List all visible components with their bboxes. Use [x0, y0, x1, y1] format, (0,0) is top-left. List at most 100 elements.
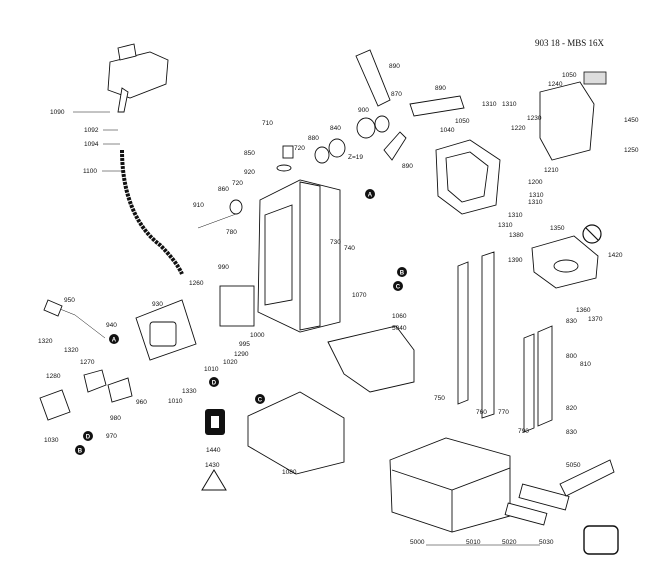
part-label: 1094 — [84, 141, 99, 148]
part-label: 5030 — [539, 539, 554, 546]
part-label: 760 — [476, 409, 487, 416]
drill-stand — [257, 179, 341, 333]
part-label: 5010 — [466, 539, 481, 546]
part-label: 900 — [358, 107, 369, 114]
carrying-case — [389, 437, 570, 533]
no-coolant-sign — [582, 224, 602, 244]
part-label: 960 — [136, 399, 147, 406]
guide-rails — [457, 251, 553, 433]
part-label: 1360 — [576, 307, 591, 314]
part-label: 990 — [218, 264, 229, 271]
part-label: 830 — [566, 318, 577, 325]
part-label: 890 — [402, 163, 413, 170]
switch-assembly — [39, 369, 133, 421]
part-label: 1200 — [528, 179, 543, 186]
part-label: 1080 — [282, 469, 297, 476]
part-label: 780 — [226, 229, 237, 236]
part-label: 920 — [244, 169, 255, 176]
part-label: 1320 — [64, 347, 79, 354]
part-labels: 1090 1092 1094 1100 950 940 930 920 910 … — [38, 63, 639, 546]
part-label: 1260 — [189, 280, 204, 287]
part-label: 810 — [580, 361, 591, 368]
part-label: 995 — [239, 341, 250, 348]
part-label: 1230 — [527, 115, 542, 122]
part-label: 890 — [435, 85, 446, 92]
marker-b: B — [400, 270, 405, 276]
part-label: 850 — [244, 150, 255, 157]
part-label: 1430 — [205, 462, 220, 469]
part-label: 910 — [193, 202, 204, 209]
part-label: 1100 — [83, 168, 97, 175]
marker-badges: A B C D A C D B — [75, 189, 407, 455]
marker-c-2: C — [258, 397, 263, 403]
magnet-warning-sign — [205, 409, 225, 435]
part-label: 1092 — [84, 127, 99, 134]
part-label: 1280 — [46, 373, 61, 380]
brush-holder-plate — [539, 71, 607, 161]
part-label: 5050 — [566, 462, 581, 469]
part-label: 830 — [566, 429, 577, 436]
part-label: 970 — [106, 433, 117, 440]
hot-surface-sign — [201, 469, 227, 491]
part-label: 950 — [64, 297, 75, 304]
part-label: 1310 — [502, 101, 517, 108]
part-label: 1020 — [223, 359, 238, 366]
part-label: 720 — [294, 145, 305, 152]
part-label: 1070 — [352, 292, 367, 299]
part-label: 710 — [262, 120, 273, 127]
part-label: 1320 — [38, 338, 53, 345]
part-label: 1060 — [392, 313, 407, 320]
part-label: 800 — [566, 353, 577, 360]
part-label: 1310 — [528, 199, 543, 206]
gear-drive-parts — [197, 115, 390, 229]
part-label: 890 — [389, 63, 400, 70]
power-cord — [43, 299, 106, 339]
part-label: 1210 — [544, 167, 559, 174]
part-label: 1050 — [562, 72, 577, 79]
part-label: 1440 — [206, 447, 221, 454]
part-label: 790 — [518, 428, 529, 435]
part-label: 1310 — [508, 212, 523, 219]
marker-d-2: D — [86, 434, 91, 440]
marker-b-2: B — [78, 448, 83, 454]
marker-d: D — [212, 380, 217, 386]
motor-cover — [435, 139, 501, 215]
part-label: 1330 — [182, 388, 197, 395]
part-label: Z=19 — [348, 154, 363, 161]
part-label: 1450 — [624, 117, 639, 124]
part-label: 1220 — [511, 125, 526, 132]
part-label: 1050 — [455, 118, 470, 125]
part-label: 1270 — [80, 359, 95, 366]
part-label: 770 — [498, 409, 509, 416]
part-label: 1250 — [624, 147, 639, 154]
part-label: 1030 — [44, 437, 59, 444]
part-label: 1420 — [608, 252, 623, 259]
marker-a: A — [368, 192, 373, 198]
part-label: 1310 — [498, 222, 513, 229]
part-label: 5020 — [502, 539, 517, 546]
part-label: 1040 — [440, 127, 455, 134]
part-label: 1390 — [508, 257, 523, 264]
part-label: 1240 — [548, 81, 563, 88]
part-label: 820 — [566, 405, 577, 412]
part-label: 1290 — [234, 351, 249, 358]
part-label: 1380 — [509, 232, 524, 239]
motor-housing — [135, 285, 255, 361]
part-label: 860 — [218, 186, 229, 193]
part-label: 1010 — [168, 398, 183, 405]
part-label: 720 — [232, 180, 243, 187]
part-label: 740 — [344, 245, 355, 252]
part-label: 1000 — [250, 332, 265, 339]
part-label: 1310 — [529, 192, 544, 199]
part-label: 1310 — [482, 101, 497, 108]
part-label: 880 — [308, 135, 319, 142]
part-label: 1350 — [550, 225, 565, 232]
marker-c: C — [396, 284, 401, 290]
part-label: 5000 — [410, 539, 425, 546]
part-label: 980 — [110, 415, 121, 422]
base-adapter — [531, 235, 599, 289]
shoulder-strap — [559, 459, 615, 497]
chip-guard — [327, 325, 415, 393]
part-label: 940 — [106, 322, 117, 329]
